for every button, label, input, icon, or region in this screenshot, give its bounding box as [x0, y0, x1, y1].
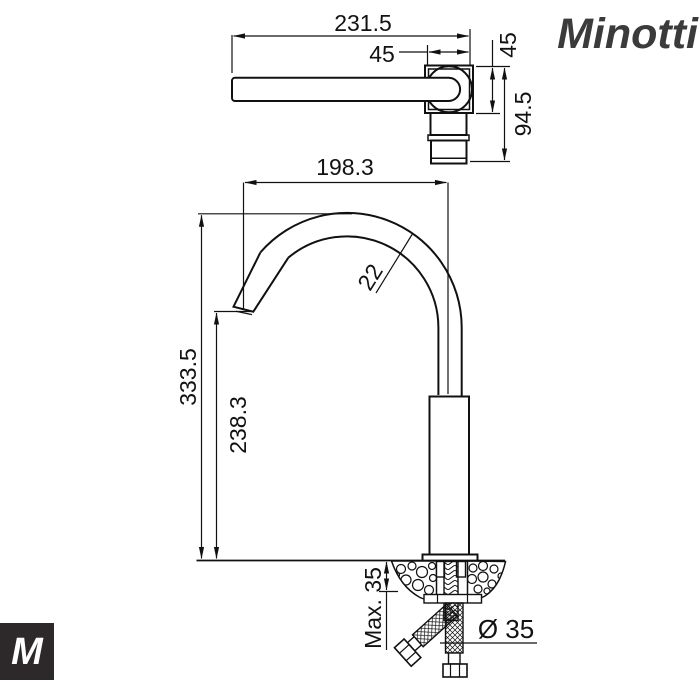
label-total-height: 333.5 [175, 348, 201, 406]
faucet-head [424, 64, 474, 165]
spout-tip [232, 251, 290, 313]
dim-spout-outlet-height [213, 310, 252, 559]
countertop-section [196, 559, 507, 601]
dim-total-height [198, 213, 352, 559]
brand-logo: Minotti [557, 10, 698, 58]
label-handle-length: 231.5 [334, 10, 392, 36]
label-head-total-height: 94.5 [510, 92, 536, 137]
label-head-width: 45 [369, 41, 395, 67]
label-tube-diameter: 22 [352, 259, 388, 294]
mounting-bracket [423, 593, 483, 604]
dim-head-height [476, 40, 510, 115]
dim-max-thickness [379, 561, 398, 650]
label-spout-reach: 198.3 [316, 154, 374, 180]
spout-arc [232, 211, 463, 397]
dimension-labels: 231.5 45 45 94.5 198.3 22 333.5 238.3 Ma… [175, 10, 536, 649]
flex-hose-vertical [442, 602, 468, 678]
hose-tail-left [435, 560, 446, 578]
label-spout-outlet-height: 238.3 [225, 396, 251, 454]
dimension-lines [198, 29, 537, 650]
label-head-height: 45 [495, 32, 521, 58]
faucet-outline [231, 64, 479, 562]
handle-lever [231, 76, 462, 102]
watermark-badge: M [0, 623, 54, 680]
dim-handle-length [231, 29, 471, 73]
label-max-thickness: Max. 35 [360, 567, 386, 649]
mounting-hardware [393, 560, 483, 678]
dim-head-total-height [470, 67, 510, 163]
dim-spout-reach [242, 179, 449, 394]
dim-tube-diameter-leader [375, 232, 414, 294]
watermark-letter: M [11, 630, 43, 673]
body-column [421, 395, 479, 562]
dim-head-width [399, 45, 469, 65]
label-hole-diameter: Ø 35 [478, 614, 534, 644]
